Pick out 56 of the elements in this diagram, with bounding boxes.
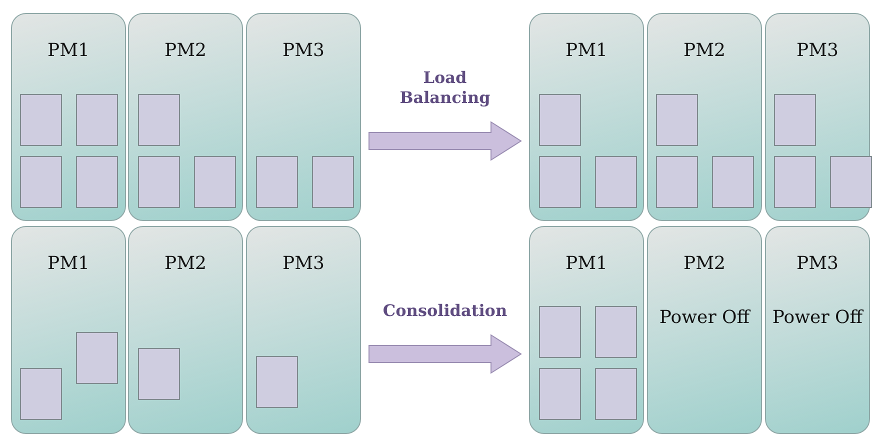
vm-box: [76, 332, 118, 384]
vm-box: [656, 94, 698, 146]
server-label: PM2: [164, 253, 208, 275]
server-label: PM1: [564, 253, 608, 275]
vm-box: [138, 156, 180, 208]
vm-box: [539, 368, 581, 420]
vm-box: [774, 156, 816, 208]
vm-box: [656, 156, 698, 208]
server-label: PM1: [564, 40, 608, 62]
server-label: PM3: [796, 253, 840, 275]
server-box: [765, 13, 870, 221]
vm-box: [76, 156, 118, 208]
vm-box: [595, 368, 637, 420]
server-box: [246, 226, 361, 434]
edge-label: Consolidation: [382, 301, 508, 321]
vm-box: [20, 94, 62, 146]
status-text: Power Off: [771, 307, 865, 329]
server-label: PM3: [282, 40, 326, 62]
server-box: [11, 226, 126, 434]
vm-box: [138, 348, 180, 400]
vm-box: [774, 94, 816, 146]
vm-box: [539, 306, 581, 358]
vm-box: [595, 156, 637, 208]
status-text: Power Off: [658, 307, 752, 329]
server-box: [246, 13, 361, 221]
vm-box: [539, 94, 581, 146]
vm-box: [20, 156, 62, 208]
block-arrow: [368, 334, 522, 374]
vm-box: [256, 356, 298, 408]
server-box: [128, 13, 243, 221]
server-box: [529, 13, 644, 221]
vm-box: [312, 156, 354, 208]
server-label: PM3: [282, 253, 326, 275]
vm-box: [712, 156, 754, 208]
vm-box: [539, 156, 581, 208]
block-arrow: [368, 121, 522, 161]
server-label: PM2: [164, 40, 208, 62]
vm-box: [20, 368, 62, 420]
server-label: PM3: [796, 40, 840, 62]
server-label: PM1: [46, 40, 90, 62]
vm-box: [194, 156, 236, 208]
vm-box: [76, 94, 118, 146]
server-box: [128, 226, 243, 434]
server-label: PM2: [682, 253, 726, 275]
edge-label: Load Balancing: [400, 68, 490, 108]
server-label: PM2: [682, 40, 726, 62]
server-box: [647, 13, 762, 221]
server-box: [765, 226, 870, 434]
vm-box: [830, 156, 872, 208]
vm-box: [595, 306, 637, 358]
vm-box: [256, 156, 298, 208]
server-box: [529, 226, 644, 434]
server-box: [11, 13, 126, 221]
vm-box: [138, 94, 180, 146]
server-label: PM1: [46, 253, 90, 275]
server-box: [647, 226, 762, 434]
